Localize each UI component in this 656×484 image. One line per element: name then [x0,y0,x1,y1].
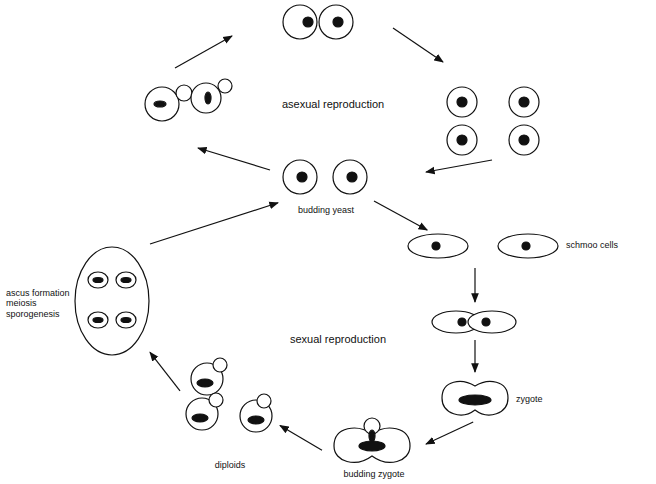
cell-group: budding yeast [278,156,374,216]
phase-label: sexual reproduction [290,333,386,345]
cell-group: ascus formation meiosis sporogenesis [4,244,150,358]
stage-label: budding zygote [322,469,426,479]
cell-group: budding zygote [322,418,426,480]
cell-group: diploids [180,356,280,472]
stage-label: zygote [516,394,543,404]
phase-label: asexual reproduction [282,98,384,110]
cycle-arrow [426,422,473,444]
stage-label: ascus formation meiosis sporogenesis [6,288,70,319]
stage-label: schmoo cells [566,240,618,250]
cycle-arrow [150,203,278,244]
cell-group: zygote [436,376,560,422]
cycle-arrow [150,352,180,391]
cell-group: schmoo cells [404,230,636,262]
stage-label: diploids [180,460,280,470]
cycle-arrow [280,426,322,451]
cycle-arrow [374,201,427,230]
stage-label: budding yeast [278,205,374,215]
